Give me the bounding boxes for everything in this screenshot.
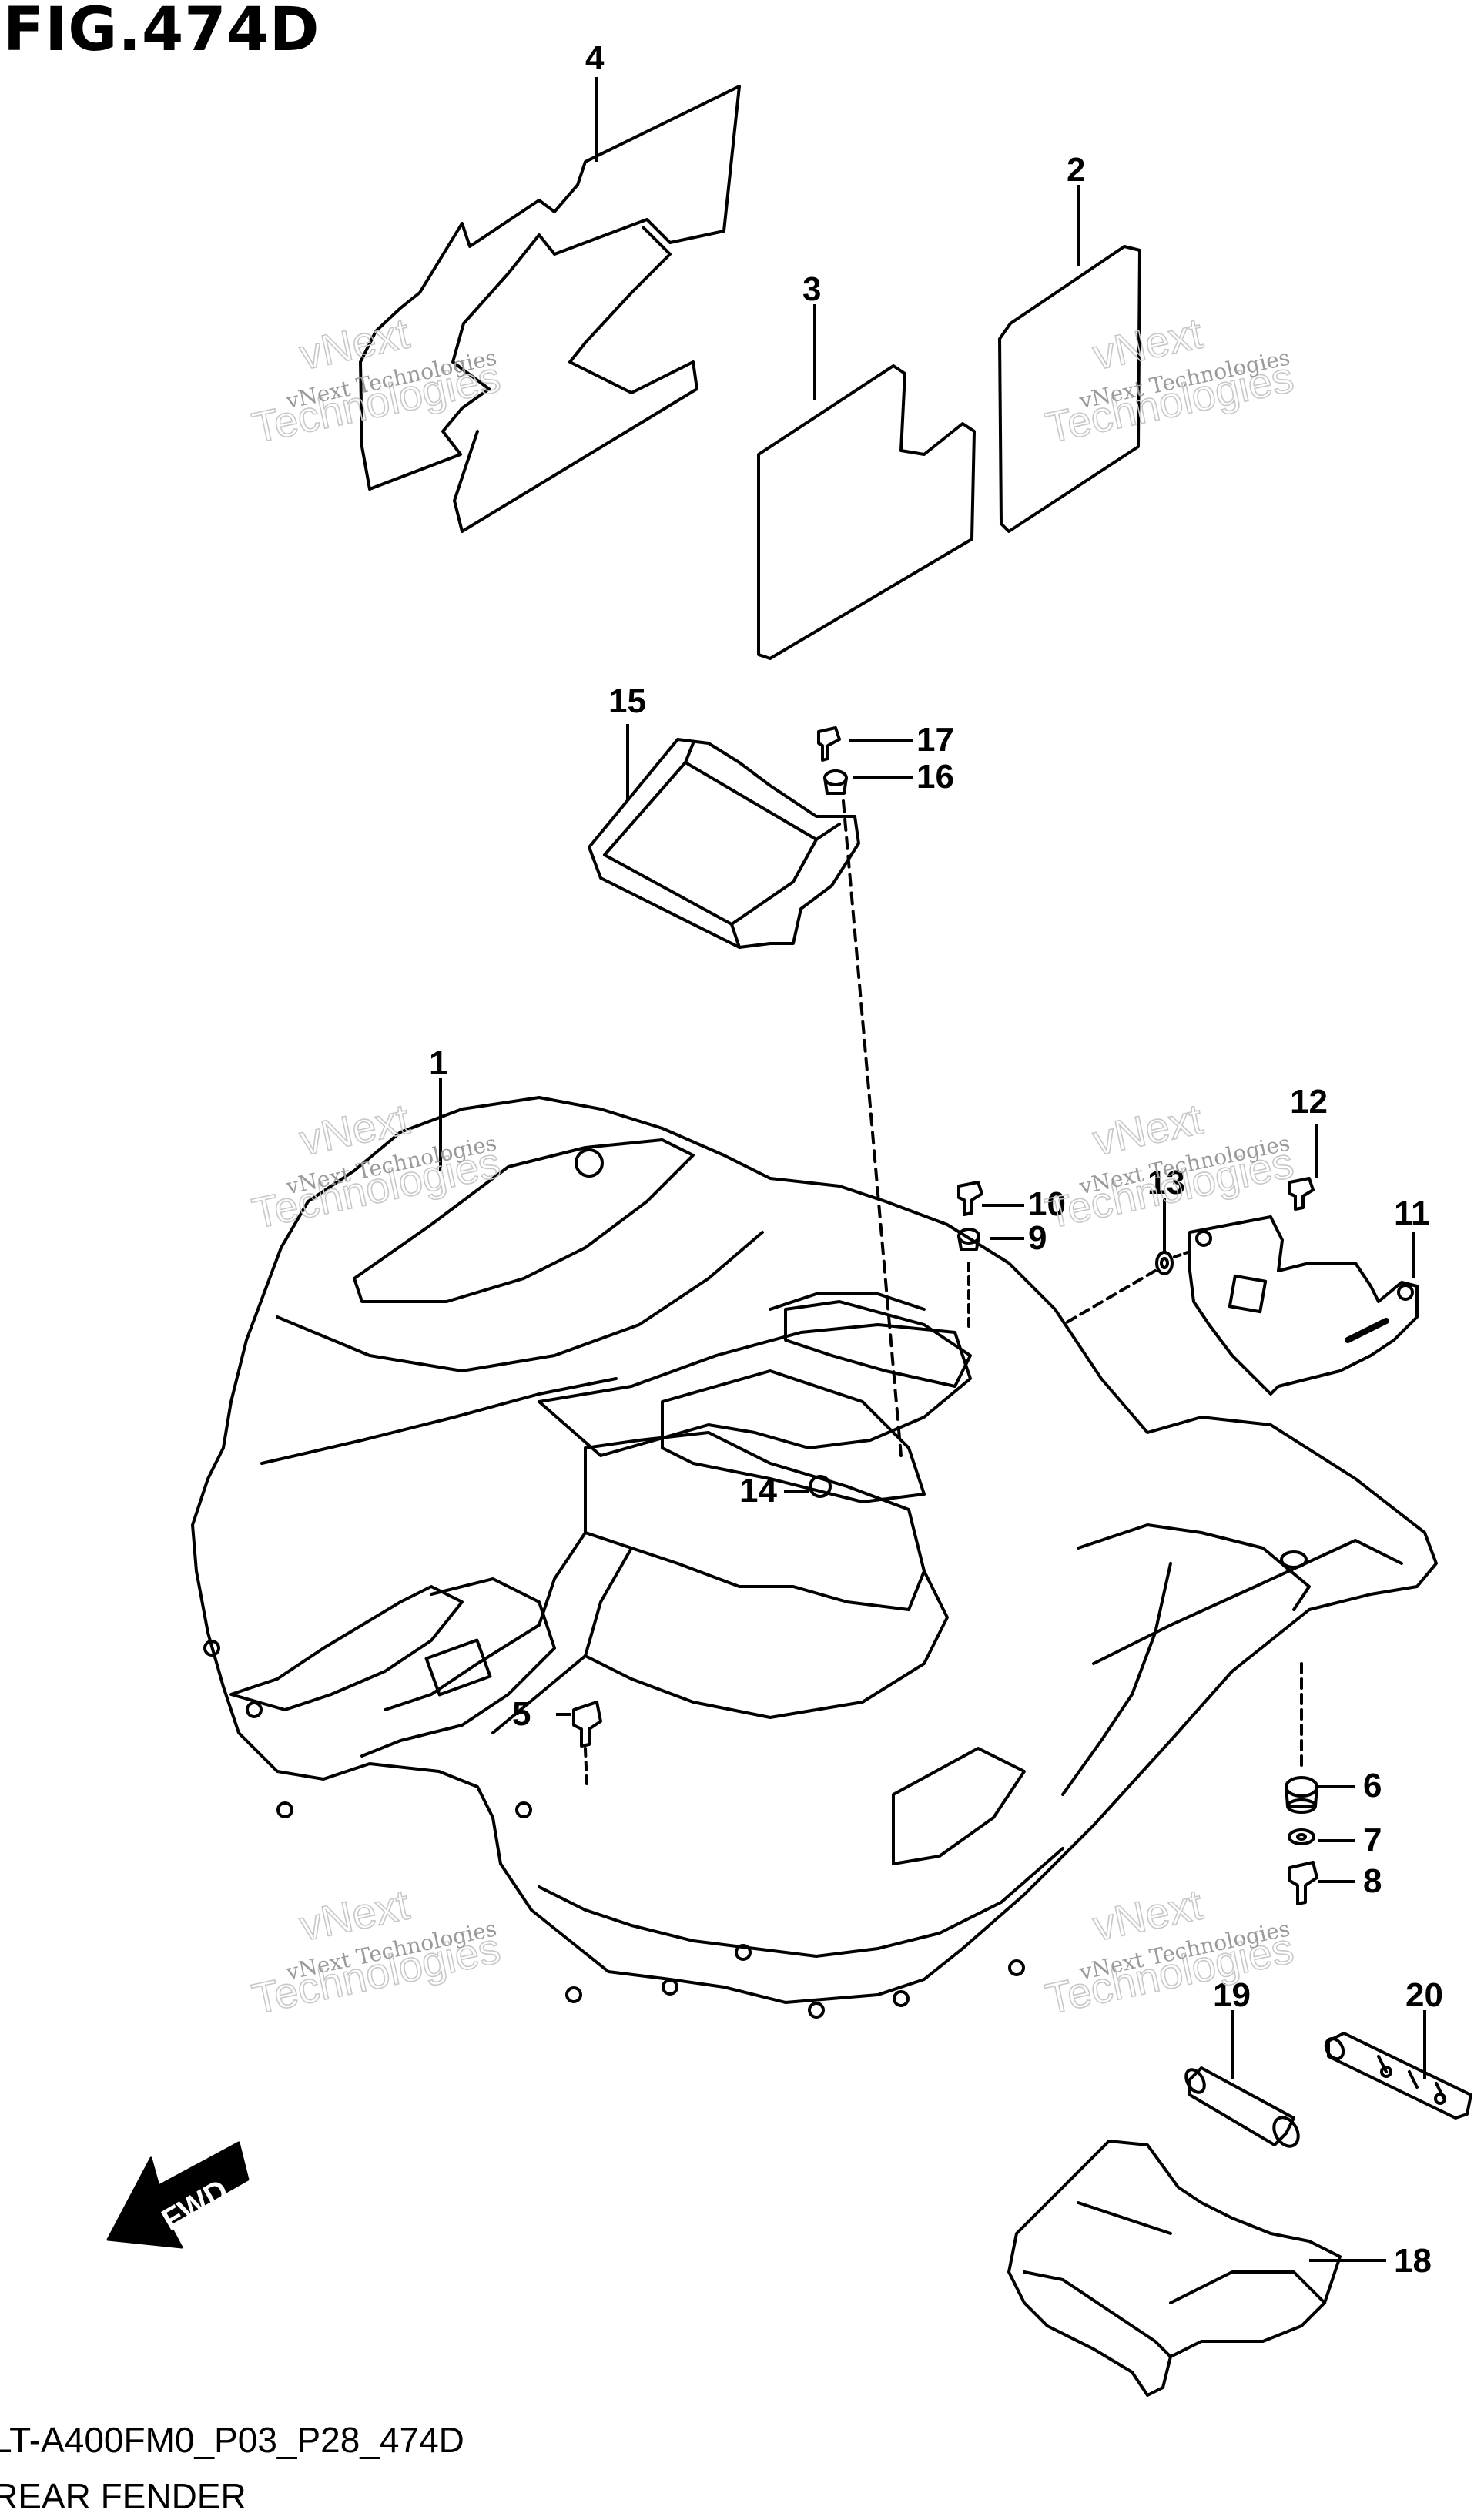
figure-name: REAR FENDER: [0, 2476, 246, 2516]
cover-part-15: [588, 738, 860, 949]
callout-labels: 4 2 3 15 17 16 1 12 10 13 11 9 14 5 6 7 …: [429, 39, 1443, 2280]
washer-part-7: [1288, 1828, 1315, 1845]
watermark-mid-right: vNext Technologies vNext Technologies: [1040, 1094, 1298, 1238]
callout-5: 5: [512, 1695, 531, 1733]
watermark-top-right: vNext Technologies vNext Technologies: [1040, 308, 1298, 453]
watermark-bottom-left: vNext Technologies vNext Technologies: [247, 1879, 504, 2024]
tube-part-19: [1184, 2066, 1300, 2148]
callout-leaders: [439, 77, 1426, 2262]
nut-part-9: [957, 1228, 980, 1251]
callout-17: 17: [916, 721, 954, 759]
washer-part-13: [1155, 1251, 1174, 1275]
bracket-part-11: [1188, 1215, 1419, 1396]
callout-9: 9: [1028, 1219, 1047, 1257]
decal-part-3: [757, 364, 976, 660]
leader-16-to-fender: [842, 799, 903, 1457]
bolt-part-5: [572, 1701, 602, 1788]
callout-7: 7: [1363, 1821, 1382, 1859]
watermark-bottom-right: vNext Technologies vNext Technologies: [1040, 1879, 1298, 2024]
callout-19: 19: [1213, 1976, 1251, 2014]
rear-fender-part-1: [191, 1096, 1438, 2019]
callout-6: 6: [1363, 1767, 1382, 1805]
callout-10: 10: [1028, 1185, 1066, 1223]
cushion-part-6: [1285, 1776, 1318, 1814]
grommet-part-16: [823, 769, 848, 795]
leader-13-to-bracket: [1173, 1250, 1191, 1258]
callout-1: 1: [429, 1044, 447, 1082]
callout-16: 16: [916, 758, 954, 796]
screw-part-10: [957, 1181, 983, 1216]
callout-4: 4: [585, 39, 605, 77]
callout-13: 13: [1147, 1164, 1185, 1201]
callout-8: 8: [1363, 1862, 1382, 1900]
screw-part-17: [817, 726, 841, 762]
fwd-arrow: [106, 2141, 250, 2249]
pin-part-20: [1324, 2032, 1472, 2120]
callout-12: 12: [1290, 1083, 1328, 1121]
callout-18: 18: [1394, 2242, 1432, 2280]
watermarks: vNext Technologies vNext Technologies vN…: [247, 308, 1298, 2024]
tool-bag-part-18: [1007, 2140, 1342, 2397]
leader-13-to-fender: [1061, 1269, 1157, 1326]
bolt-part-8: [1288, 1861, 1318, 1905]
callout-20: 20: [1405, 1976, 1443, 2014]
screw-part-12: [1288, 1177, 1315, 1211]
callout-2: 2: [1067, 151, 1085, 189]
decal-part-2: [998, 245, 1141, 533]
watermark-mid-left: vNext Technologies vNext Technologies: [247, 1094, 504, 1238]
watermark-top-left: vNext Technologies vNext Technologies: [247, 308, 504, 453]
figure-title: FIG.474D: [3, 0, 320, 65]
callout-14: 14: [739, 1472, 777, 1510]
callout-3: 3: [802, 270, 821, 308]
figure-code: LT-A400FM0_P03_P28_474D: [0, 2420, 464, 2460]
decal-part-4: [359, 85, 741, 533]
callout-15: 15: [608, 682, 646, 720]
callout-11: 11: [1394, 1195, 1430, 1232]
